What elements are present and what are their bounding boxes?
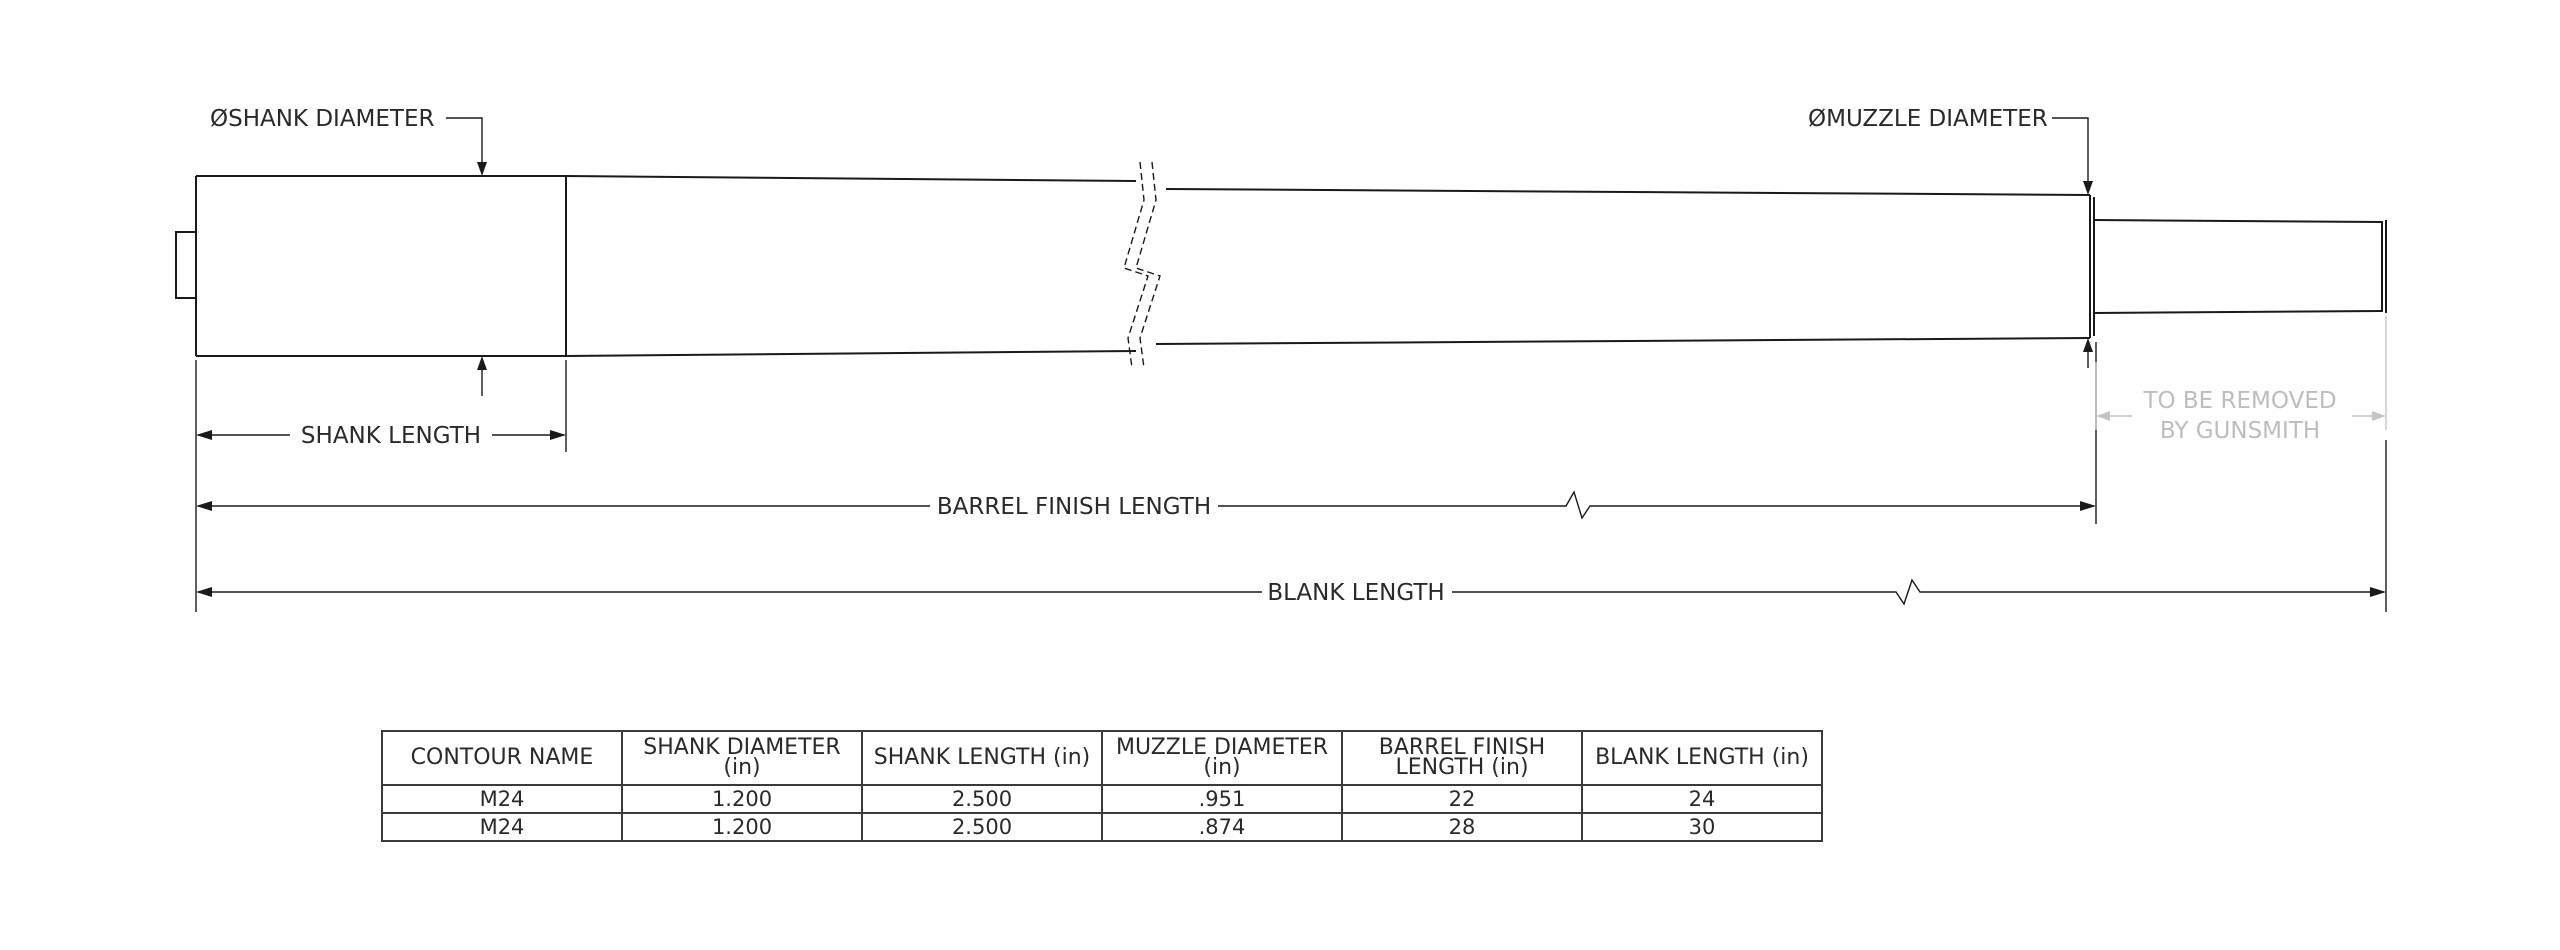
- taper-bottom-right: [1155, 337, 2091, 345]
- col-shank-length: SHANK LENGTH (in): [861, 730, 1103, 786]
- table-cell: 22: [1341, 784, 1583, 814]
- break-line-left: [1123, 161, 1149, 369]
- table-cell: .951: [1101, 784, 1343, 814]
- taper-top-right: [1165, 188, 2091, 196]
- contour-table: CONTOUR NAME SHANK DIAMETER(in) SHANK LE…: [381, 730, 1823, 842]
- table-cell: 2.500: [861, 784, 1103, 814]
- break-line-right: [1135, 161, 1161, 369]
- table-cell: 2.500: [861, 812, 1103, 842]
- taper-top-left: [565, 175, 1137, 182]
- table-cell: 1.200: [621, 812, 863, 842]
- table-cell: .874: [1101, 812, 1343, 842]
- break-lines: [1123, 161, 1161, 369]
- extension-lines: [195, 316, 2387, 612]
- shank-length-dimension: SHANK LENGTH: [196, 423, 566, 449]
- muzzle-diameter-label: ØMUZZLE DIAMETER: [1808, 106, 2048, 132]
- to-be-removed-line-2: BY GUNSMITH: [2160, 418, 2320, 444]
- col-contour-name: CONTOUR NAME: [381, 730, 623, 786]
- table-row: M24 1.200 2.500 .951 22 24: [381, 784, 1823, 814]
- shank-length-label: SHANK LENGTH: [301, 423, 481, 449]
- extension-top: [2093, 219, 2383, 223]
- to-be-removed-dimension: TO BE REMOVED BY GUNSMITH: [2096, 388, 2386, 444]
- col-muzzle-diameter: MUZZLE DIAMETER(in): [1101, 730, 1343, 786]
- to-be-removed-line-1: TO BE REMOVED: [2142, 388, 2336, 414]
- col-shank-diameter: SHANK DIAMETER(in): [621, 730, 863, 786]
- barrel-outline: [175, 175, 2387, 357]
- table-header-row: CONTOUR NAME SHANK DIAMETER(in) SHANK LE…: [381, 730, 1823, 786]
- blank-length-label: BLANK LENGTH: [1267, 580, 1444, 606]
- barrel-finish-length-label: BARREL FINISH LENGTH: [937, 494, 1211, 520]
- table-row: M24 1.200 2.500 .874 28 30: [381, 812, 1823, 842]
- barrel-finish-length-dimension: BARREL FINISH LENGTH: [196, 490, 2096, 520]
- table-cell: M24: [381, 812, 623, 842]
- table-cell: 1.200: [621, 784, 863, 814]
- extension-bottom: [2093, 310, 2383, 314]
- tenon-stub: [175, 231, 197, 299]
- table-cell: 30: [1581, 812, 1823, 842]
- blank-length-dimension: BLANK LENGTH: [196, 578, 2386, 606]
- shank-diameter-callout: ØSHANK DIAMETER: [210, 106, 487, 396]
- table-cell: 28: [1341, 812, 1583, 842]
- muzzle-diameter-callout: ØMUZZLE DIAMETER: [1808, 106, 2093, 368]
- col-blank-length: BLANK LENGTH (in): [1581, 730, 1823, 786]
- table-cell: M24: [381, 784, 623, 814]
- taper-bottom-left: [565, 350, 1137, 357]
- table-cell: 24: [1581, 784, 1823, 814]
- shank-diameter-label: ØSHANK DIAMETER: [210, 106, 435, 132]
